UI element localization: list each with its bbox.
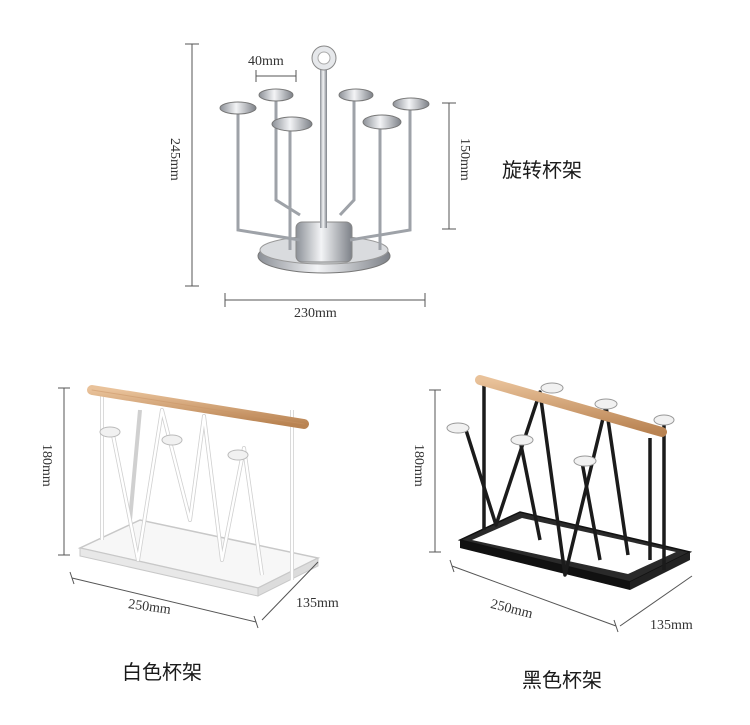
rotating-arm-dimension-label: 150mm	[457, 138, 472, 181]
rotating-width-dimension-label: 230mm	[294, 306, 337, 321]
rotating-rack-title: 旋转杯架	[502, 160, 582, 182]
rotating-height-dimension-label: 245mm	[167, 138, 182, 181]
black-depth-dimension-label: 135mm	[650, 618, 693, 633]
black-rack-image	[446, 375, 693, 590]
rotating-rack-image	[219, 45, 430, 274]
rotating-rack-dimension-lines	[185, 43, 456, 307]
white-depth-dimension-label: 135mm	[296, 596, 339, 611]
black-rack-dimension-lines	[429, 389, 693, 633]
white-rack-image	[77, 385, 321, 597]
black-rack-title: 黑色杯架	[522, 670, 602, 692]
white-rack-dimension-lines	[58, 387, 319, 629]
white-height-dimension-label: 180mm	[39, 444, 54, 487]
white-rack-title: 白色杯架	[122, 662, 202, 684]
rotating-cap-dimension-label: 40mm	[248, 54, 284, 69]
black-height-dimension-label: 180mm	[411, 444, 426, 487]
